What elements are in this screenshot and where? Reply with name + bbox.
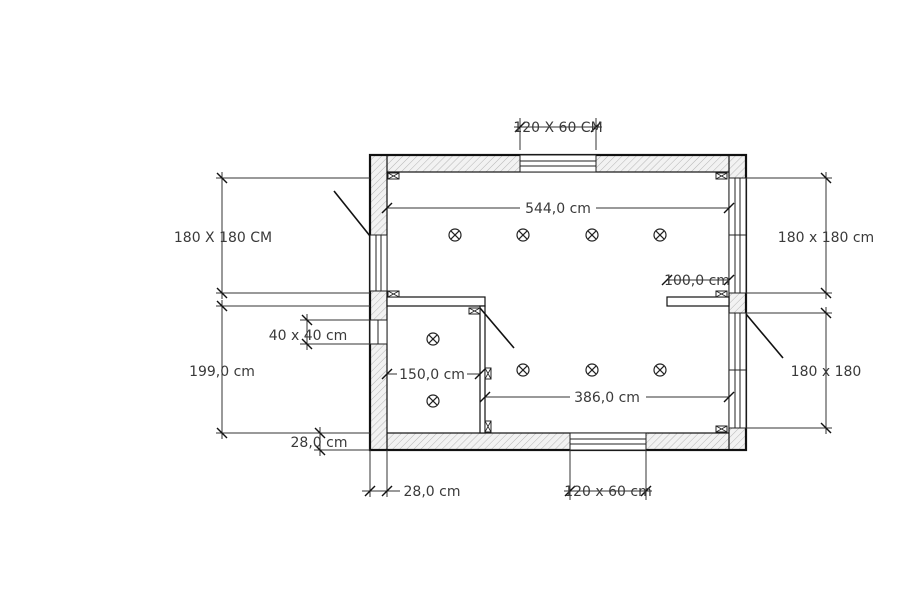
label-small-room-width: 150,0 cm (399, 367, 465, 383)
doors (333, 190, 784, 359)
label-column-40: 40 x 40 cm (269, 328, 348, 344)
label-window-bottom: 120 x 60 cm (564, 484, 652, 500)
column-marker (484, 420, 492, 433)
label-window-top: 120 X 60 CM (513, 120, 602, 136)
window-top (519, 154, 597, 173)
dimension-labels: 120 X 60 CM 544,0 cm 180 X 180 CM 180 x … (174, 120, 874, 500)
label-large-room-lower: 386,0 cm (574, 390, 640, 406)
lamp-icon (448, 228, 462, 242)
window-left (369, 234, 388, 292)
lamp-icon (516, 228, 530, 242)
window-left-small (369, 319, 388, 345)
lamp-icon (653, 363, 667, 377)
column-marker (715, 290, 728, 298)
lamp-icon (585, 363, 599, 377)
label-wall-28-horizontal: 28,0 cm (404, 484, 461, 500)
windows (369, 154, 747, 451)
partition-right-stub (666, 296, 730, 307)
partition-horizontal (386, 296, 486, 307)
window-bottom (569, 432, 647, 451)
label-left-lower-height: 199,0 cm (189, 364, 255, 380)
lamps (426, 228, 667, 408)
wall-bottom (369, 432, 747, 451)
door-swing-inner (479, 307, 515, 349)
window-right-lower (728, 312, 747, 429)
label-partition-100: 100,0 cm (664, 273, 730, 289)
lamp-icon (585, 228, 599, 242)
column-marker (715, 425, 728, 433)
window-right-upper (728, 177, 747, 294)
column-marker (387, 172, 400, 180)
door-swing-right (745, 313, 784, 359)
lamp-icon (426, 332, 440, 346)
label-room-width: 544,0 cm (525, 201, 591, 217)
label-wall-28-vertical: 28,0 cm (291, 435, 348, 451)
dimension-lines (216, 118, 832, 500)
lamp-icon (653, 228, 667, 242)
label-window-right-top: 180 x 180 cm (778, 230, 874, 246)
column-marker (715, 172, 728, 180)
lamp-icon (426, 394, 440, 408)
label-window-left: 180 X 180 CM (174, 230, 272, 246)
wall-left (369, 154, 388, 451)
columns (387, 172, 728, 433)
lamp-icon (516, 363, 530, 377)
column-marker (468, 307, 481, 315)
column-marker (484, 367, 492, 380)
door-swing-left (333, 190, 371, 237)
label-window-right-bottom: 180 x 180 (791, 364, 862, 380)
column-marker (387, 290, 400, 298)
